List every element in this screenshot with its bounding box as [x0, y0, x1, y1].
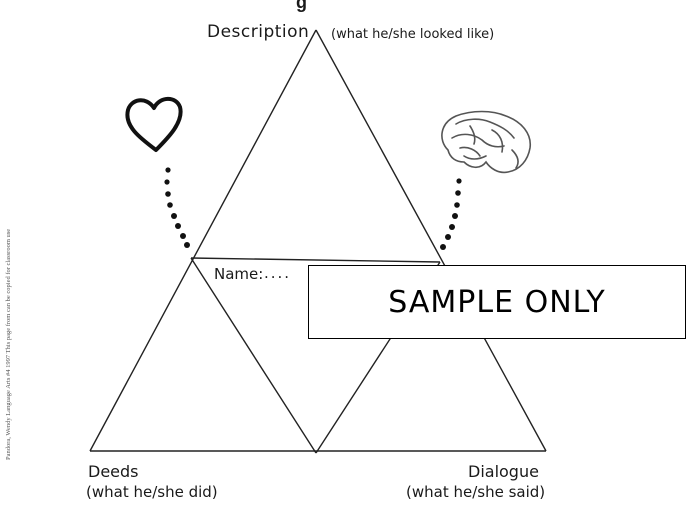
outer-triangle-left-edge [89, 29, 317, 452]
name-line: .... [264, 264, 292, 282]
sample-watermark-text: SAMPLE ONLY [388, 284, 606, 320]
description-note: (what he/she looked like) [331, 27, 495, 42]
cut-off-title: g [296, 0, 307, 12]
inner-triangle-left-edge [190, 257, 317, 454]
name-label: Name: [214, 265, 264, 283]
heart-icon [125, 96, 183, 152]
brain-dotted-connector [440, 178, 462, 250]
deeds-note: (what he/she did) [86, 483, 218, 501]
inner-triangle-top-edge [190, 257, 441, 263]
outer-triangle-right-edge [315, 29, 547, 452]
dialogue-label: Dialogue [468, 462, 539, 481]
description-label: Description [207, 22, 310, 42]
brain-icon [441, 110, 531, 174]
sample-watermark-box: SAMPLE ONLY [308, 265, 686, 339]
deeds-label: Deeds [88, 462, 139, 481]
heart-dotted-connector [164, 167, 190, 248]
dialogue-note: (what he/she said) [406, 483, 546, 501]
side-copyright-credit: Pandora, Wendy Language Arts #4 1997 Thi… [5, 228, 12, 460]
